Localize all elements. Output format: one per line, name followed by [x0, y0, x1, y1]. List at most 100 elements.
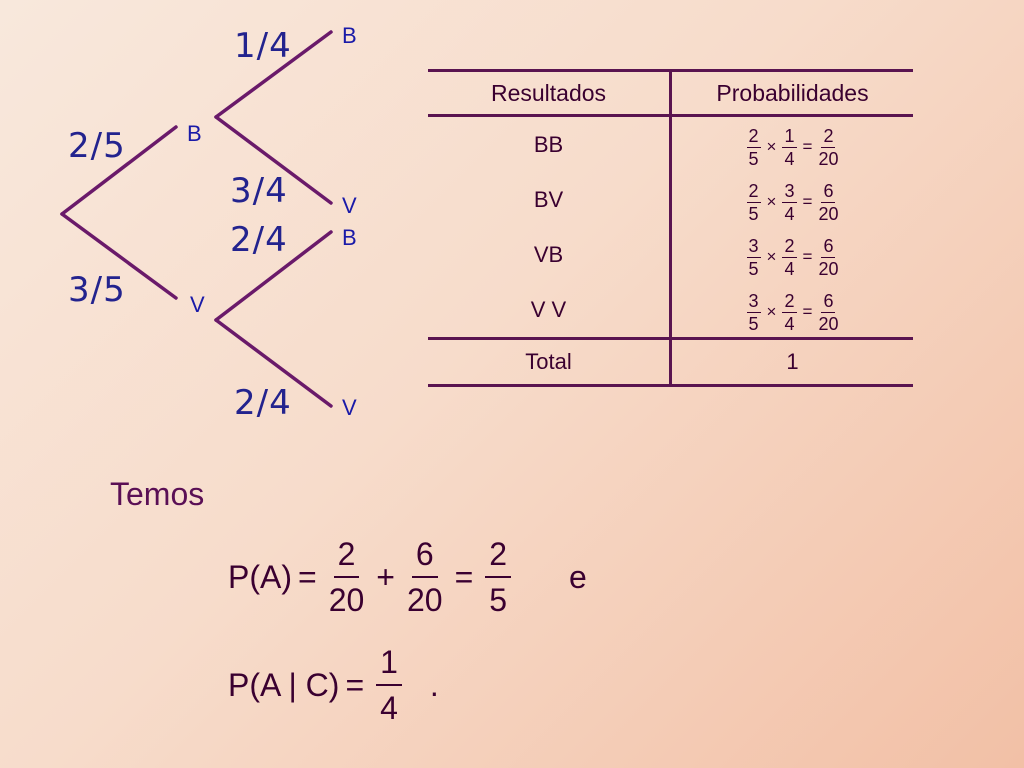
denominator: 20 [818, 313, 839, 334]
result-cell: VB [428, 227, 672, 282]
denominator: 20 [328, 582, 365, 618]
branch-V-V [214, 318, 333, 408]
node-leaf-BV: V [342, 193, 357, 218]
header-probabilidades: Probabilidades [670, 69, 913, 117]
prob-first-V-label: 3/5 [68, 270, 126, 310]
denominator: 5 [748, 313, 759, 334]
denominator: 5 [748, 203, 759, 224]
node-leaf-VB: B [342, 225, 357, 250]
times-sign: × [766, 192, 777, 211]
numerator: 2 [821, 125, 836, 148]
result-cell: BV [428, 172, 672, 227]
prob-V-then-B-label: 2/4 [230, 220, 288, 260]
times-sign: × [766, 247, 777, 266]
numerator: 6 [821, 180, 836, 203]
eq2-suffix: . [429, 666, 439, 703]
numerator: 6 [411, 538, 438, 578]
prob-B-then-B-label: 1/4 [234, 26, 292, 66]
equals-sign: = [298, 558, 317, 595]
result-cell: BB [428, 115, 672, 172]
denominator: 4 [784, 258, 795, 279]
table-header-row: Resultados Probabilidades [428, 69, 913, 117]
numerator: 6 [821, 235, 836, 258]
denominator: 4 [784, 313, 795, 334]
numerator: 2 [485, 538, 512, 578]
branch-V-B [214, 230, 333, 322]
numerator: 1 [782, 125, 797, 148]
numerator: 3 [782, 180, 797, 203]
table-total-row: Total 1 [428, 337, 913, 387]
equals-sign: = [802, 192, 813, 211]
eq1-suffix: e [569, 558, 587, 595]
branch-B-B [214, 30, 333, 119]
denominator: 5 [748, 148, 759, 169]
denominator: 4 [380, 690, 398, 726]
total-value: 1 [670, 337, 913, 387]
denominator: 20 [818, 203, 839, 224]
branch-root-V [60, 212, 178, 300]
denominator: 4 [784, 148, 795, 169]
prob-V-then-V-label: 2/4 [234, 383, 292, 423]
node-leaf-VV: V [342, 395, 357, 420]
denominator: 5 [489, 582, 508, 618]
equals-sign: = [454, 558, 474, 595]
numerator: 6 [821, 290, 836, 313]
branch-root-B [60, 125, 178, 216]
numerator: 2 [746, 180, 761, 203]
denominator: 20 [406, 582, 443, 618]
times-sign: × [766, 302, 777, 321]
equals-sign: = [802, 137, 813, 156]
numerator: 2 [782, 235, 797, 258]
prob-first-B-label: 2/5 [68, 126, 126, 166]
equals-sign: = [802, 302, 813, 321]
numerator: 2 [782, 290, 797, 313]
header-resultados: Resultados [428, 69, 672, 117]
denominator: 5 [748, 258, 759, 279]
plus-sign: + [376, 558, 395, 595]
times-sign: × [766, 137, 777, 156]
node-mid-V: V [190, 292, 205, 317]
numerator: 2 [333, 538, 360, 578]
temos-heading: Temos [110, 476, 205, 512]
eq1-lhs: P(A) [228, 558, 292, 595]
numerator: 2 [746, 125, 761, 148]
eq2-lhs: P(A | C) [228, 666, 340, 703]
denominator: 20 [818, 258, 839, 279]
prob-B-then-V-label: 3/4 [230, 171, 288, 211]
result-cell: V V [428, 282, 672, 339]
numerator: 3 [746, 235, 761, 258]
branch-B-V [214, 115, 333, 205]
numerator: 1 [376, 646, 402, 686]
